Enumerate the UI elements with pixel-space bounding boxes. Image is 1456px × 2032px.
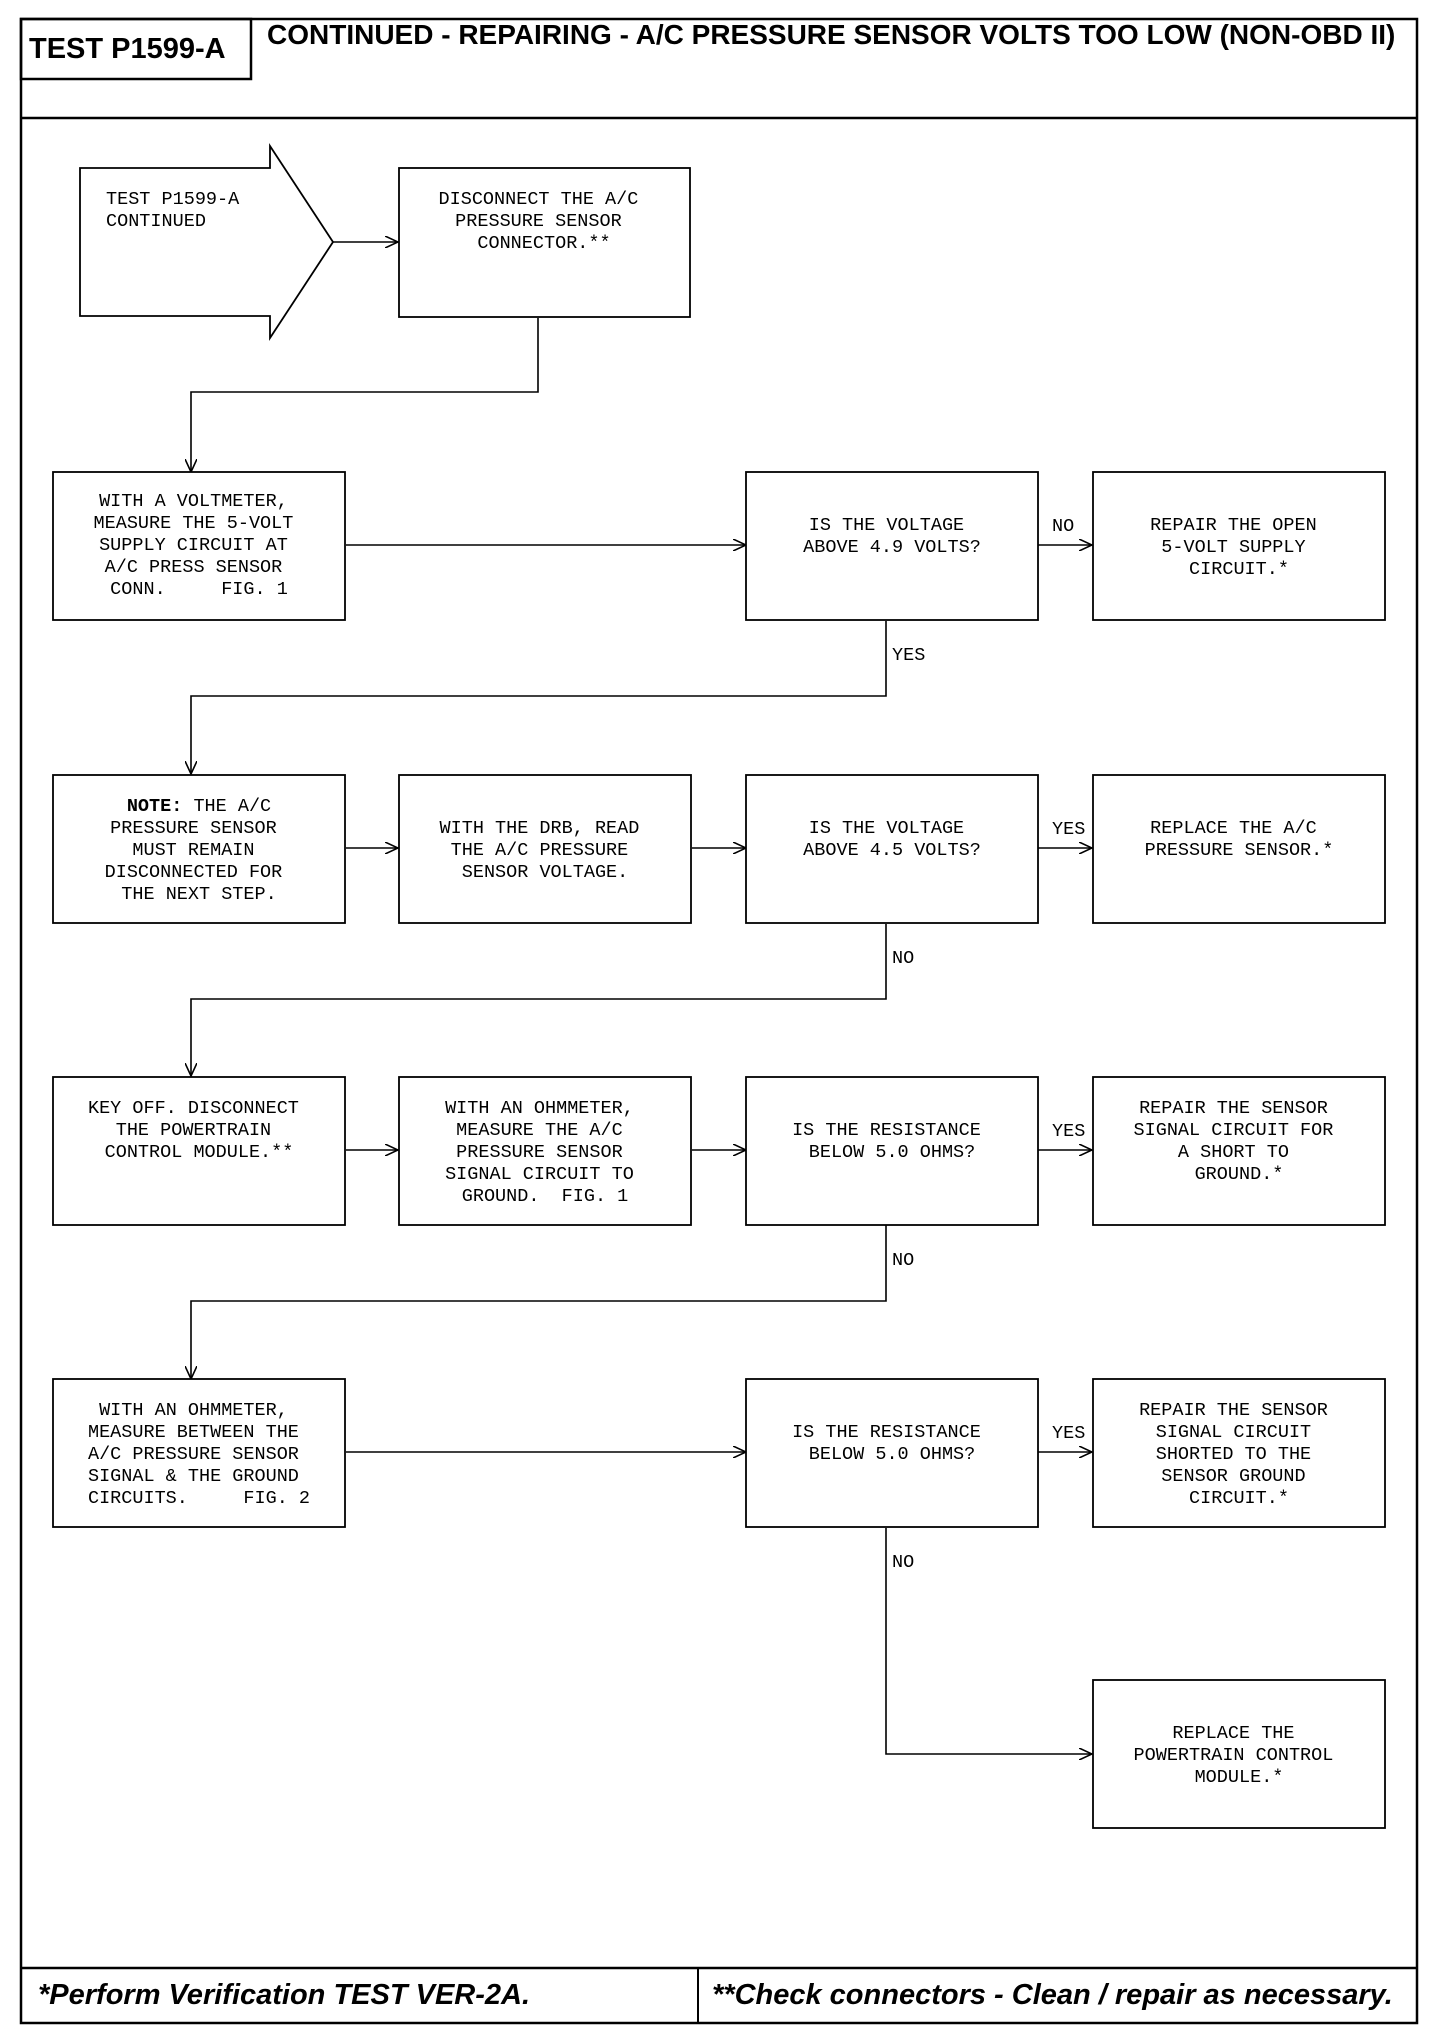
note-first-line: NOTE: THE A/C (127, 796, 271, 817)
label-yes: YES (1052, 1121, 1085, 1142)
step-drb-read-text: WITH THE DRB, READ THE A/C PRESSURE SENS… (440, 818, 651, 883)
result-replace-sensor-text: REPLACE THE A/C PRESSURE SENSOR.* (1145, 818, 1334, 861)
result-replace-sensor: REPLACE THE A/C PRESSURE SENSOR.* (1092, 774, 1386, 924)
result-repair-shorted-sensor-ground-text: REPAIR THE SENSOR SIGNAL CIRCUIT SHORTED… (1139, 1400, 1339, 1509)
flow-connectors (191, 242, 1092, 1754)
step-measure-5v-text: WITH A VOLTMETER, MEASURE THE 5-VOLT SUP… (94, 491, 305, 600)
test-id: TEST P1599-A (29, 33, 226, 65)
decision-resistance-1: IS THE RESISTANCE BELOW 5.0 OHMS? (745, 1076, 1039, 1226)
label-no: NO (892, 1250, 914, 1271)
step-ohm-between-text: WITH AN OHMMETER, MEASURE BETWEEN THE A/… (88, 1400, 310, 1509)
decision-voltage-4-9: IS THE VOLTAGE ABOVE 4.9 VOLTS? (745, 471, 1039, 621)
label-yes: YES (1052, 819, 1085, 840)
footer-verification-note: *Perform Verification TEST VER-2A. (38, 1979, 530, 2011)
decision-resistance-2: IS THE RESISTANCE BELOW 5.0 OHMS? (745, 1378, 1039, 1528)
step-ohm-between: WITH AN OHMMETER, MEASURE BETWEEN THE A/… (52, 1378, 346, 1528)
result-repair-open-supply-text: REPAIR THE OPEN 5-VOLT SUPPLY CIRCUIT.* (1150, 515, 1328, 580)
decision-resistance-1-text: IS THE RESISTANCE BELOW 5.0 OHMS? (792, 1120, 992, 1163)
decision-voltage-4-9-text: IS THE VOLTAGE ABOVE 4.9 VOLTS? (803, 515, 981, 558)
decision-resistance-2-text: IS THE RESISTANCE BELOW 5.0 OHMS? (792, 1422, 992, 1465)
result-repair-open-supply: REPAIR THE OPEN 5-VOLT SUPPLY CIRCUIT.* (1092, 471, 1386, 621)
decision-voltage-4-5: IS THE VOLTAGE ABOVE 4.5 VOLTS? (745, 774, 1039, 924)
result-repair-shorted-sensor-ground: REPAIR THE SENSOR SIGNAL CIRCUIT SHORTED… (1092, 1378, 1386, 1528)
label-no: NO (892, 948, 914, 969)
step-ohm-signal-ground-text: WITH AN OHMMETER, MEASURE THE A/C PRESSU… (445, 1098, 645, 1207)
label-yes: YES (892, 645, 925, 666)
note-box: NOTE: THE A/C PRESSURE SENSOR MUST REMAI… (52, 774, 346, 924)
step-disconnect-sensor-text: DISCONNECT THE A/C PRESSURE SENSOR CONNE… (439, 189, 650, 254)
step-measure-5v: WITH A VOLTMETER, MEASURE THE 5-VOLT SUP… (52, 471, 346, 621)
start-node-text: TEST P1599-A CONTINUED (106, 189, 250, 232)
note-label: NOTE: (127, 796, 183, 817)
decision-voltage-4-5-text: IS THE VOLTAGE ABOVE 4.5 VOLTS? (803, 818, 981, 861)
result-replace-pcm: REPLACE THE POWERTRAIN CONTROL MODULE.* (1092, 1679, 1386, 1829)
step-drb-read: WITH THE DRB, READ THE A/C PRESSURE SENS… (398, 774, 692, 924)
label-no: NO (1052, 516, 1074, 537)
result-replace-pcm-text: REPLACE THE POWERTRAIN CONTROL MODULE.* (1134, 1723, 1345, 1788)
start-node: TEST P1599-A CONTINUED (79, 142, 335, 342)
page-title: CONTINUED - REPAIRING - A/C PRESSURE SEN… (267, 19, 1395, 50)
step-disconnect-sensor: DISCONNECT THE A/C PRESSURE SENSOR CONNE… (398, 167, 691, 318)
result-repair-short-ground-text: REPAIR THE SENSOR SIGNAL CIRCUIT FOR A S… (1134, 1098, 1345, 1185)
step-key-off: KEY OFF. DISCONNECT THE POWERTRAIN CONTR… (52, 1076, 346, 1226)
footer-connector-note: **Check connectors - Clean / repair as n… (712, 1979, 1393, 2011)
label-yes: YES (1052, 1423, 1085, 1444)
result-repair-short-ground: REPAIR THE SENSOR SIGNAL CIRCUIT FOR A S… (1092, 1076, 1386, 1226)
step-ohm-signal-ground: WITH AN OHMMETER, MEASURE THE A/C PRESSU… (398, 1076, 692, 1226)
page-frame (19, 17, 1419, 2025)
label-no: NO (892, 1552, 914, 1573)
note-text: PRESSURE SENSOR MUST REMAIN DISCONNECTED… (105, 818, 294, 905)
step-key-off-text: KEY OFF. DISCONNECT THE POWERTRAIN CONTR… (88, 1098, 310, 1163)
